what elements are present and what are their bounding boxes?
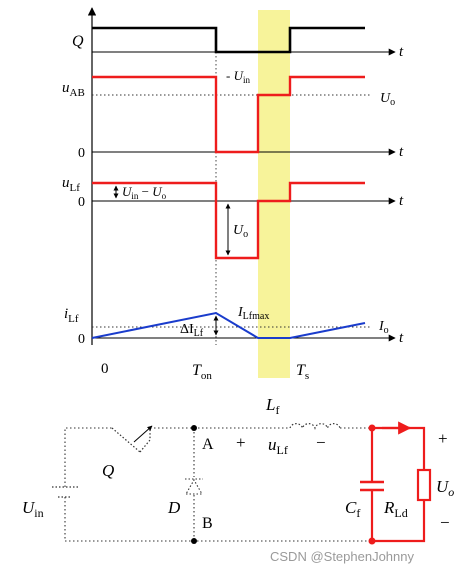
ilf-waveform	[91, 311, 366, 339]
output-top-node	[368, 424, 376, 432]
ton-label: Ton	[192, 362, 212, 382]
input-source-uin: Uin	[22, 486, 78, 520]
ulf-label: uLf	[62, 175, 80, 194]
time-origin-label: 0	[101, 361, 109, 377]
inductor-coil	[289, 423, 341, 431]
q-t-label: t	[399, 44, 404, 60]
time-axis-labels: 0 Ton Ts	[101, 361, 309, 382]
uab-uin-label: - Uin	[226, 68, 250, 85]
inductor-lf: Lf + uLf −	[236, 395, 341, 457]
output-plus-label: +	[438, 429, 448, 448]
inductor-lf-label: Lf	[265, 395, 279, 417]
output-minus-label: −	[440, 513, 450, 532]
cap-cf-label: Cf	[345, 498, 360, 520]
buck-circuit-schematic: Uin Q D A B Lf + uLf −	[22, 395, 454, 545]
output-bottom-wire	[372, 500, 426, 543]
q-gate-signal	[92, 26, 365, 54]
ulf-t-label: t	[399, 193, 404, 209]
output-bottom-node	[368, 537, 376, 545]
source-uin-label: Uin	[22, 498, 44, 520]
output-network: Cf RLd Uo + −	[345, 421, 454, 545]
node-a-label: A	[202, 436, 214, 453]
diode-d-label: D	[167, 498, 181, 517]
ilfmax-label: ILfmax	[237, 305, 269, 322]
output-top-wire	[372, 426, 426, 470]
ts-label: Ts	[296, 362, 309, 382]
uin-minus-uo-label: Uin − Uo	[122, 184, 167, 201]
off-interval-highlight	[258, 10, 290, 378]
ulf-waveform	[92, 181, 365, 260]
uab-label: uAB	[62, 80, 85, 99]
ulf-plus-label: +	[236, 433, 246, 452]
node-b-label: B	[202, 515, 213, 532]
io-label: Io	[378, 319, 389, 336]
left-bottom-wire	[64, 497, 372, 542]
node-a-dot	[191, 425, 197, 431]
ulf-zero-label: 0	[78, 195, 85, 210]
switch-q: Q	[102, 425, 153, 480]
ilf-t-label: t	[399, 330, 404, 346]
switch-q-label: Q	[102, 461, 114, 480]
dotted-wiring	[64, 427, 372, 542]
ulf-uo-label: Uo	[233, 223, 248, 240]
diode-d: D	[167, 478, 203, 517]
output-uo-label: Uo	[436, 477, 454, 499]
ulf-circuit-label: uLf	[268, 435, 288, 457]
waveform-diagram: Q t uAB - Uin Uo 0 t uLf Uin − Uo Uo 0 t	[62, 7, 404, 382]
uab-zero-label: 0	[78, 146, 85, 161]
delta-ilf-label: ΔILf	[180, 322, 204, 339]
watermark: CSDN @StephenJohnny	[270, 549, 414, 564]
q-label: Q	[72, 33, 84, 50]
q-waveform-row: Q t	[72, 26, 404, 60]
ilf-zero-label: 0	[78, 332, 85, 347]
diode-triangle	[185, 478, 203, 495]
ulf-waveform-row: uLf Uin − Uo Uo 0 t	[62, 175, 404, 260]
uab-t-label: t	[399, 144, 404, 160]
switch-blade	[111, 427, 141, 453]
ilf-label: iLf	[64, 306, 79, 325]
node-b-dot	[191, 538, 197, 544]
uab-uo-label: Uo	[380, 91, 395, 108]
ulf-minus-label: −	[316, 433, 326, 452]
ilf-waveform-row: iLf ILfmax ΔILf Io 0 t	[64, 305, 404, 347]
load-rld-label: RLd	[383, 498, 408, 520]
switch-arrow	[133, 425, 153, 443]
load-resistor	[416, 468, 432, 502]
uab-waveform	[92, 75, 365, 154]
uab-waveform-row: uAB - Uin Uo 0 t	[62, 68, 404, 161]
